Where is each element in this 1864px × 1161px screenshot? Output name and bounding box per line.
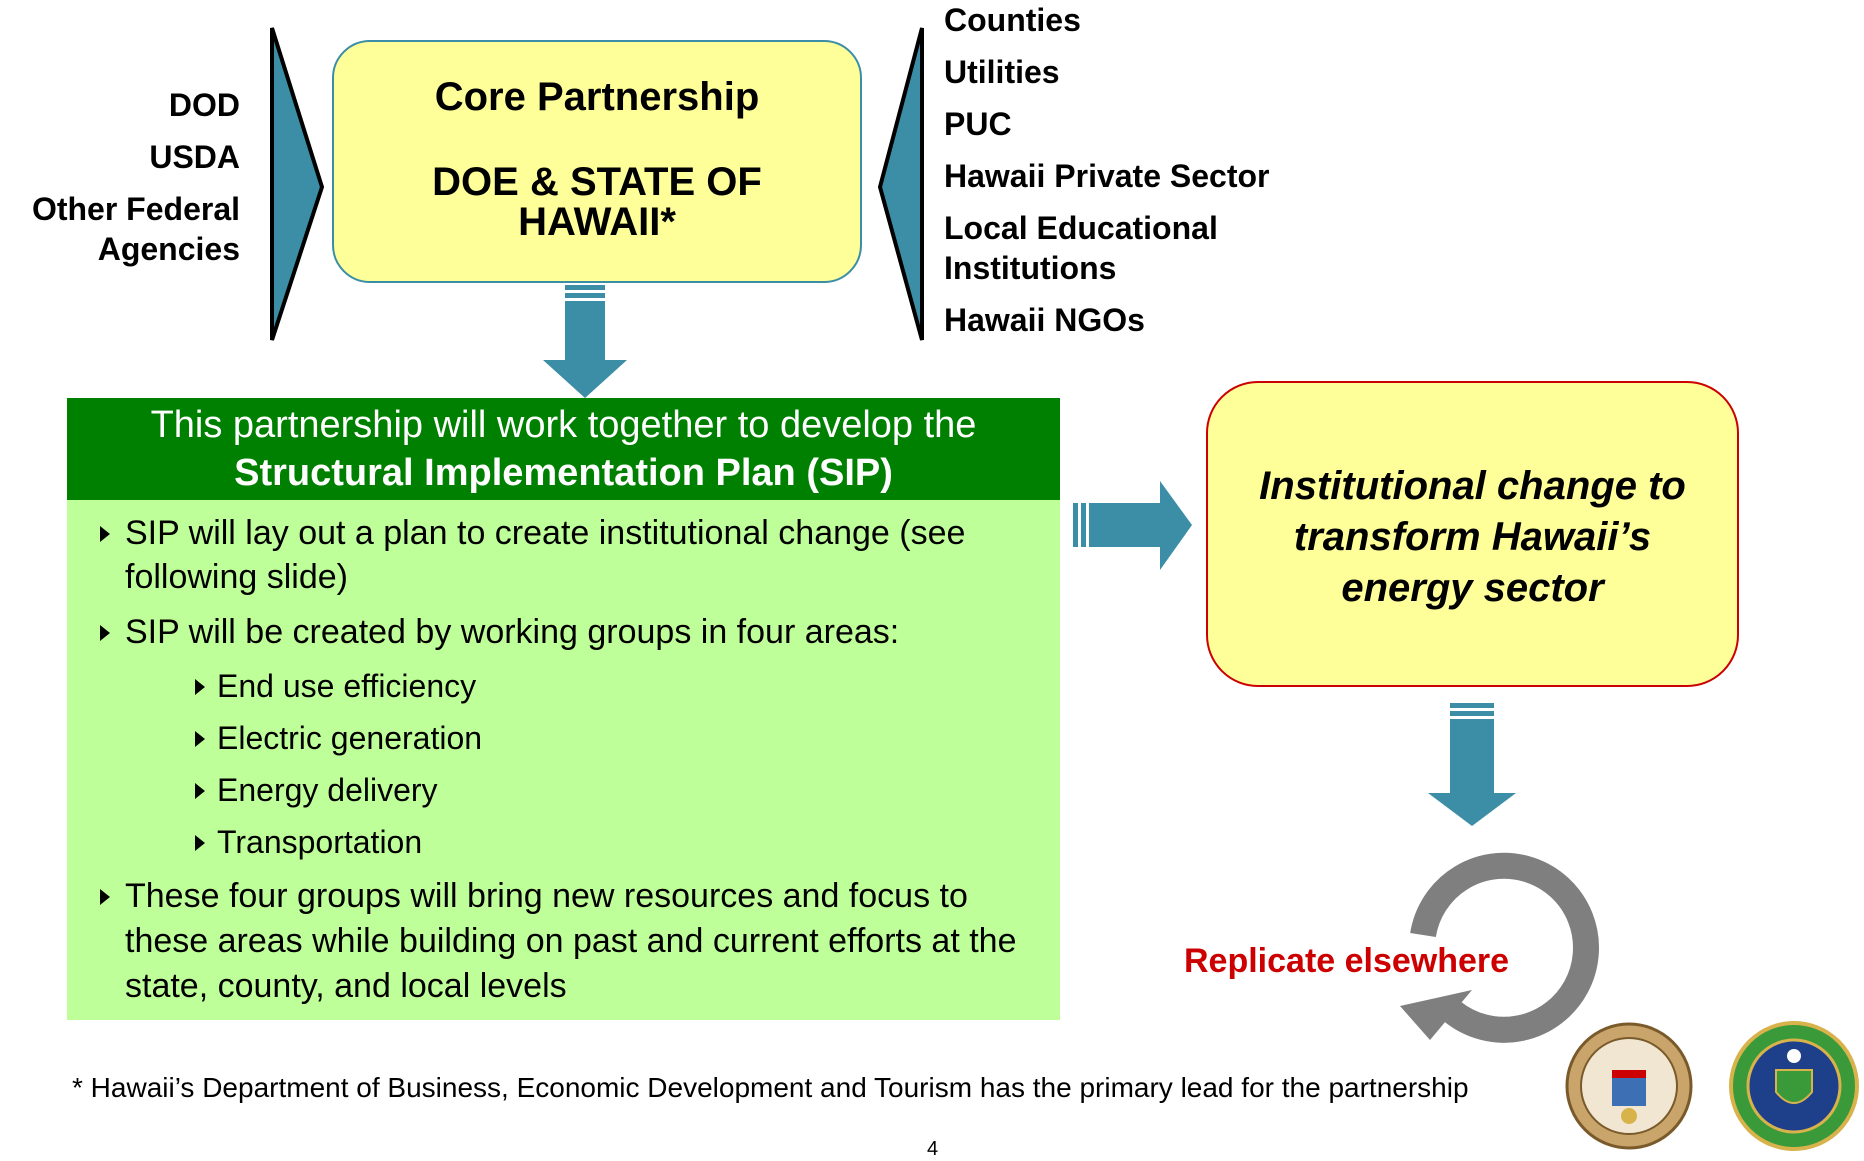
- right-wedge: [877, 27, 924, 341]
- outcome-box: Institutional change to transform Hawaii…: [1206, 381, 1739, 687]
- down-arrow-outcome: [1428, 703, 1516, 826]
- partner-local-educational: Local Educational Institutions: [944, 210, 1218, 286]
- right-partners-list: Counties Utilities PUC Hawaii Private Se…: [944, 0, 1269, 352]
- footnote: * Hawaii’s Department of Business, Econo…: [72, 1072, 1469, 1103]
- sip-bullet-1: SIP will lay out a plan to create instit…: [100, 511, 1040, 599]
- sip-panel: [67, 398, 1060, 1020]
- cycle-icon: [1400, 852, 1599, 1043]
- partner-ngos: Hawaii NGOs: [944, 302, 1145, 338]
- core-title: Core Partnership: [434, 75, 760, 119]
- department-of-energy-seal-icon: [1729, 1021, 1859, 1151]
- sip-subitem: Energy delivery: [195, 768, 895, 812]
- bullet-marker: [195, 731, 205, 747]
- partner-other-federal: Other Federal Agencies: [31, 191, 240, 267]
- bullet-marker: [195, 783, 205, 799]
- left-partners-list: DOD USDA Other Federal Agencies: [32, 85, 240, 269]
- bullet-marker: [100, 526, 110, 542]
- sip-header-line2: Structural Implementation Plan (SIP): [234, 452, 893, 494]
- partner-usda: USDA: [149, 139, 240, 175]
- partner-private-sector: Hawaii Private Sector: [944, 158, 1270, 194]
- outcome-text: Institutional change to transform Hawaii…: [1259, 464, 1686, 610]
- sip-subitem: End use efficiency: [195, 664, 895, 708]
- sip-bullet-2: SIP will be created by working groups in…: [100, 610, 1040, 654]
- right-arrow-sip: [1073, 481, 1192, 570]
- sip-bullet-3: These four groups will bring new resourc…: [100, 874, 1040, 1009]
- seals: [1565, 1021, 1859, 1151]
- partner-counties: Counties: [944, 2, 1081, 38]
- state-of-hawaii-seal-icon: [1565, 1022, 1693, 1150]
- core-subtitle: DOE & STATE OF HAWAII*: [432, 160, 762, 244]
- partner-dod: DOD: [168, 87, 240, 123]
- bullet-marker: [100, 889, 110, 905]
- bullet-marker: [195, 835, 205, 851]
- sip-subitem: Transportation: [195, 820, 895, 864]
- bullet-marker: [100, 625, 110, 641]
- sip-header: This partnership will work together to d…: [67, 398, 1060, 500]
- bullet-marker: [195, 679, 205, 695]
- sip-subitem: Electric generation: [195, 716, 895, 760]
- left-wedge: [270, 27, 325, 341]
- core-partnership-box: Core Partnership DOE & STATE OF HAWAII*: [332, 40, 862, 283]
- sip-header-line1: This partnership will work together to d…: [150, 404, 977, 446]
- down-arrow-core: [543, 285, 627, 398]
- partner-puc: PUC: [944, 106, 1012, 142]
- partner-utilities: Utilities: [944, 54, 1060, 90]
- replicate-label: Replicate elsewhere: [1184, 942, 1510, 980]
- page-number: 4: [927, 1138, 939, 1160]
